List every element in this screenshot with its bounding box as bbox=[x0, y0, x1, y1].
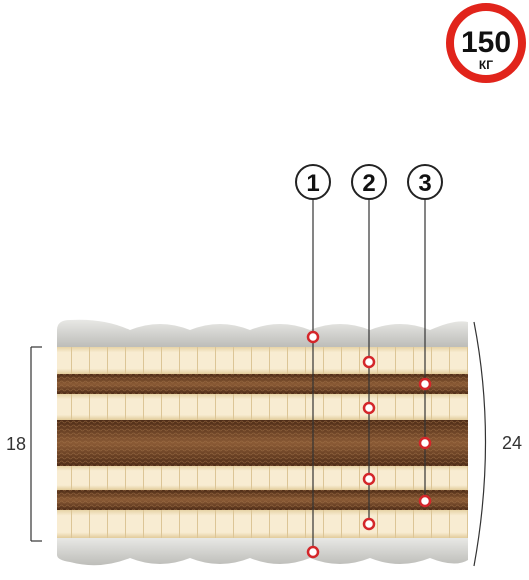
callout-1: 1 bbox=[295, 164, 331, 200]
layer-markers bbox=[306, 330, 432, 559]
callout-3-number: 3 bbox=[418, 170, 431, 197]
callout-2: 2 bbox=[351, 164, 387, 200]
load-unit: КГ bbox=[479, 58, 493, 72]
marker-2-c bbox=[362, 472, 376, 486]
core-height-bracket bbox=[30, 346, 42, 542]
bottom-cover-layer bbox=[57, 538, 468, 566]
marker-3-c bbox=[418, 494, 432, 508]
load-badge: 150 КГ bbox=[446, 3, 526, 83]
marker-3-b bbox=[418, 436, 432, 450]
core-height-label: 18 bbox=[6, 434, 26, 454]
marker-1-top bbox=[306, 330, 320, 344]
marker-2-a bbox=[362, 355, 376, 369]
marker-2-b bbox=[362, 401, 376, 415]
marker-1-bottom bbox=[306, 545, 320, 559]
callout-1-number: 1 bbox=[306, 170, 319, 197]
marker-2-d bbox=[362, 517, 376, 531]
top-cover-layer bbox=[57, 319, 468, 347]
total-height-arc bbox=[473, 321, 487, 567]
total-height-label: 24 bbox=[502, 433, 522, 453]
marker-3-a bbox=[418, 377, 432, 391]
callout-2-number: 2 bbox=[362, 170, 375, 197]
load-value: 150 bbox=[461, 26, 511, 59]
load-badge-ring bbox=[446, 3, 526, 83]
callout-3: 3 bbox=[407, 164, 443, 200]
